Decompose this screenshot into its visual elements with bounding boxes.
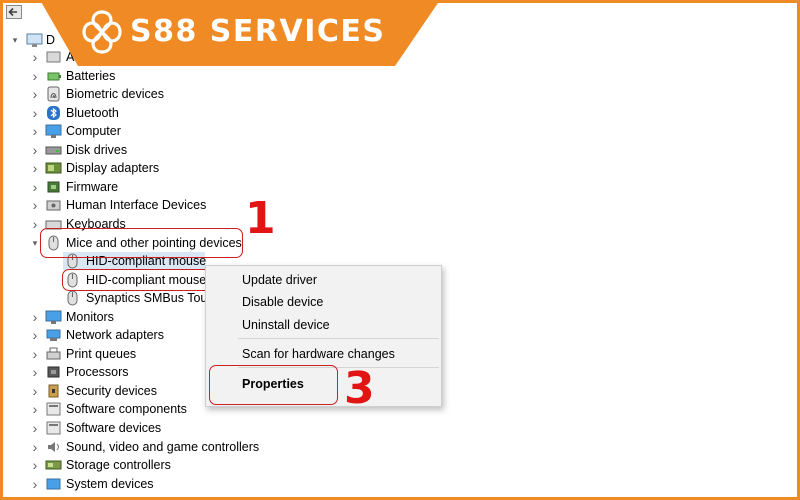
expand-chevron-icon[interactable]: ›	[32, 49, 38, 65]
step3-number: 3	[344, 363, 375, 414]
monitor-icon	[45, 124, 62, 138]
expand-chevron-icon[interactable]: ›	[32, 457, 38, 473]
expand-chevron-icon[interactable]: ›	[32, 327, 38, 343]
tree-item[interactable]: Software devices	[66, 421, 162, 435]
mouse-icon	[67, 272, 78, 288]
tree-item[interactable]: Software components	[66, 402, 187, 416]
computer-root-icon	[26, 33, 43, 47]
expand-chevron-icon[interactable]: ›	[32, 216, 38, 232]
expand-chevron-icon[interactable]: ›	[32, 383, 38, 399]
brand-name: S88 SERVICES	[130, 14, 386, 49]
keyboard-icon	[45, 220, 62, 230]
tree-item[interactable]: Firmware	[66, 180, 119, 194]
expand-chevron-icon[interactable]: ›	[32, 401, 38, 417]
mouse-icon	[67, 290, 78, 306]
expand-chevron-icon[interactable]: ›	[32, 309, 38, 325]
expand-chevron-icon[interactable]: ›	[32, 123, 38, 139]
processor-icon	[47, 366, 60, 378]
mouse-icon	[48, 235, 59, 251]
tree-item[interactable]: Biometric devices	[66, 87, 164, 101]
bluetooth-icon	[47, 106, 60, 120]
step3-highlight	[209, 365, 338, 405]
tree-item[interactable]: Keyboards	[66, 217, 126, 231]
disk-icon	[45, 146, 62, 155]
tree-item[interactable]: Sound, video and game controllers	[66, 440, 260, 454]
expand-chevron-icon[interactable]: ›	[32, 142, 38, 158]
expand-chevron-icon[interactable]: ›	[32, 346, 38, 362]
tree-item[interactable]: System devices	[66, 477, 154, 491]
storage-icon	[45, 460, 62, 470]
brand-banner: S88 SERVICES	[0, 0, 440, 66]
expand-chevron-icon[interactable]: ›	[32, 439, 38, 455]
menu-separator	[238, 338, 439, 339]
tree-item[interactable]: Print queues	[66, 347, 137, 361]
menu-disable-device[interactable]: Disable device	[242, 295, 324, 309]
tree-item[interactable]: Network adapters	[66, 328, 164, 342]
expand-chevron-icon[interactable]: ›	[32, 476, 38, 492]
expand-chevron-icon[interactable]: ›	[32, 105, 38, 121]
system-icon	[46, 478, 61, 490]
tree-item[interactable]: Mice and other pointing devices	[66, 236, 242, 250]
tree-item[interactable]: Bluetooth	[66, 106, 119, 120]
tree-item[interactable]: Computer	[66, 124, 121, 138]
back-button[interactable]	[3, 3, 25, 21]
menu-scan-hardware[interactable]: Scan for hardware changes	[242, 347, 395, 361]
device-item[interactable]: HID-compliant mouse	[86, 273, 207, 287]
menu-update-driver[interactable]: Update driver	[242, 273, 318, 287]
collapse-chevron-icon[interactable]: ▾	[32, 237, 38, 248]
device-item[interactable]: Synaptics SMBus Touc	[86, 291, 214, 305]
tree-item[interactable]: Human Interface Devices	[66, 198, 207, 212]
expand-chevron-icon[interactable]: ›	[32, 197, 38, 213]
expand-chevron-icon[interactable]: ›	[32, 364, 38, 380]
expand-chevron-icon[interactable]: ▾	[12, 34, 18, 45]
audio-icon	[46, 51, 61, 63]
step2-highlight	[62, 269, 214, 291]
tree-item[interactable]: Monitors	[66, 310, 114, 324]
battery-icon	[47, 72, 61, 81]
hid-icon	[46, 200, 61, 211]
root-label[interactable]: D	[46, 33, 56, 47]
expand-chevron-icon[interactable]: ›	[32, 420, 38, 436]
menu-properties[interactable]: Properties	[242, 377, 304, 391]
menu-uninstall-device[interactable]: Uninstall device	[242, 318, 330, 332]
tree-item[interactable]: Storage controllers	[66, 458, 171, 472]
back-arrow-icon	[6, 5, 22, 19]
context-menu: Update driver Disable device Uninstall d…	[205, 265, 442, 407]
expand-chevron-icon[interactable]: ›	[32, 179, 38, 195]
tree-item[interactable]: Security devices	[66, 384, 158, 398]
expand-chevron-icon[interactable]: ›	[32, 68, 38, 84]
step1-number: 1	[245, 193, 276, 244]
tree-item[interactable]: A	[66, 50, 75, 64]
monitor-icon	[45, 310, 62, 324]
tree-item[interactable]: Batteries	[66, 69, 116, 83]
tree-item[interactable]: Display adapters	[66, 161, 160, 175]
network-icon	[46, 329, 61, 341]
display-adapter-icon	[45, 162, 62, 174]
printer-icon	[46, 347, 61, 360]
expand-chevron-icon[interactable]: ›	[32, 160, 38, 176]
tree-item[interactable]: Processors	[66, 365, 129, 379]
software-icon	[46, 421, 61, 435]
expand-chevron-icon[interactable]: ›	[32, 86, 38, 102]
brand-logo-icon	[82, 10, 122, 54]
tree-item[interactable]: Disk drives	[66, 143, 128, 157]
menu-separator	[238, 367, 439, 368]
security-icon	[48, 384, 59, 398]
software-icon	[46, 402, 61, 416]
fingerprint-icon	[47, 86, 60, 102]
step1-highlight	[40, 228, 243, 258]
speaker-icon	[48, 442, 59, 452]
chip-icon	[47, 181, 60, 193]
